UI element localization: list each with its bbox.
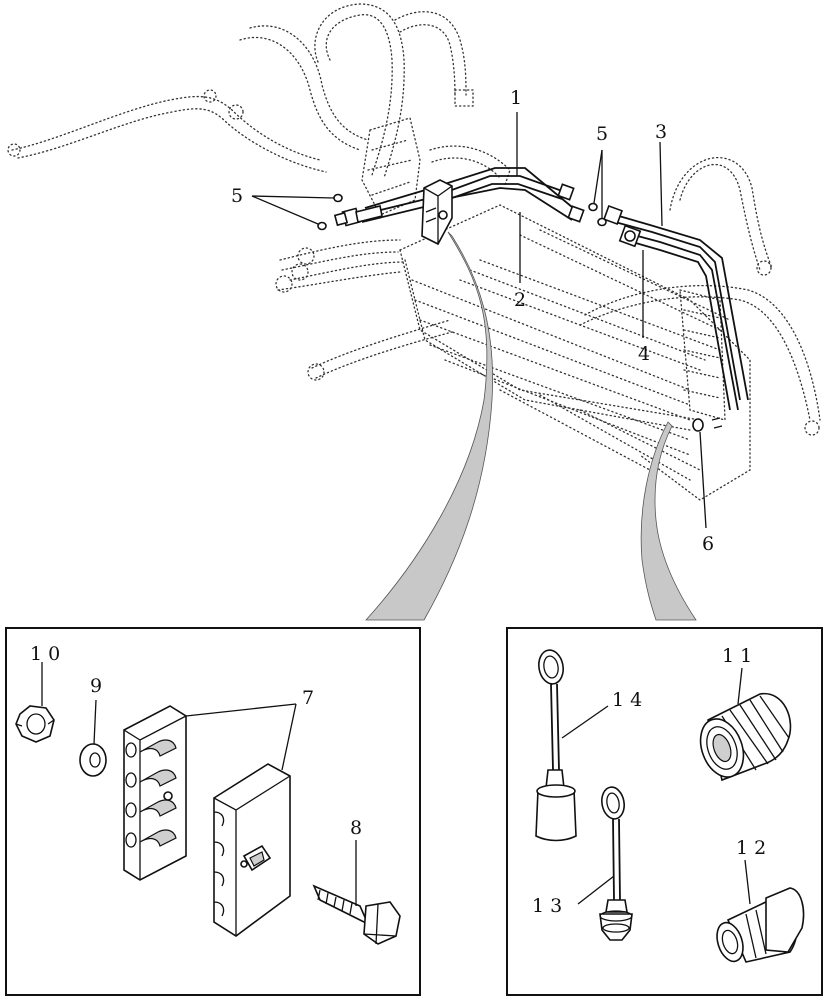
left-detail-box: 1 0 9 7 8 [5, 627, 421, 996]
hydraulic-pipes [317, 167, 749, 432]
callout-4: 4 [638, 343, 650, 365]
plug-part-13 [599, 786, 633, 941]
callout-9: 9 [90, 675, 102, 697]
callout-5-left: 5 [231, 185, 243, 207]
callout-5-right: 5 [596, 123, 608, 145]
callout-14: 1 4 [612, 689, 642, 711]
coupler-part-11 [699, 693, 792, 782]
upper-leader-lines [251, 112, 707, 529]
callout-8: 8 [350, 817, 362, 839]
clamp-half-a-part-7 [123, 705, 187, 881]
callout-3: 3 [655, 121, 667, 143]
callout-1: 1 [510, 87, 522, 109]
bolt-part-8 [312, 884, 401, 945]
washer-part-9 [79, 743, 107, 777]
callout-10: 1 0 [30, 643, 60, 665]
callout-12: 1 2 [736, 837, 766, 859]
clamp-half-b-part-7 [213, 763, 291, 937]
plug-part-14 [535, 649, 577, 842]
tractor-context-dotted [7, 3, 821, 501]
nut-part-10 [15, 705, 55, 743]
callout-13: 1 3 [532, 895, 562, 917]
detail-ribbons [365, 231, 697, 621]
callout-11: 1 1 [722, 645, 752, 667]
callout-2: 2 [514, 289, 526, 311]
right-detail-box: 1 1 1 4 1 2 1 3 [506, 627, 823, 996]
coupler-part-12 [716, 887, 805, 963]
callout-7: 7 [302, 687, 314, 709]
callout-6: 6 [702, 533, 714, 555]
